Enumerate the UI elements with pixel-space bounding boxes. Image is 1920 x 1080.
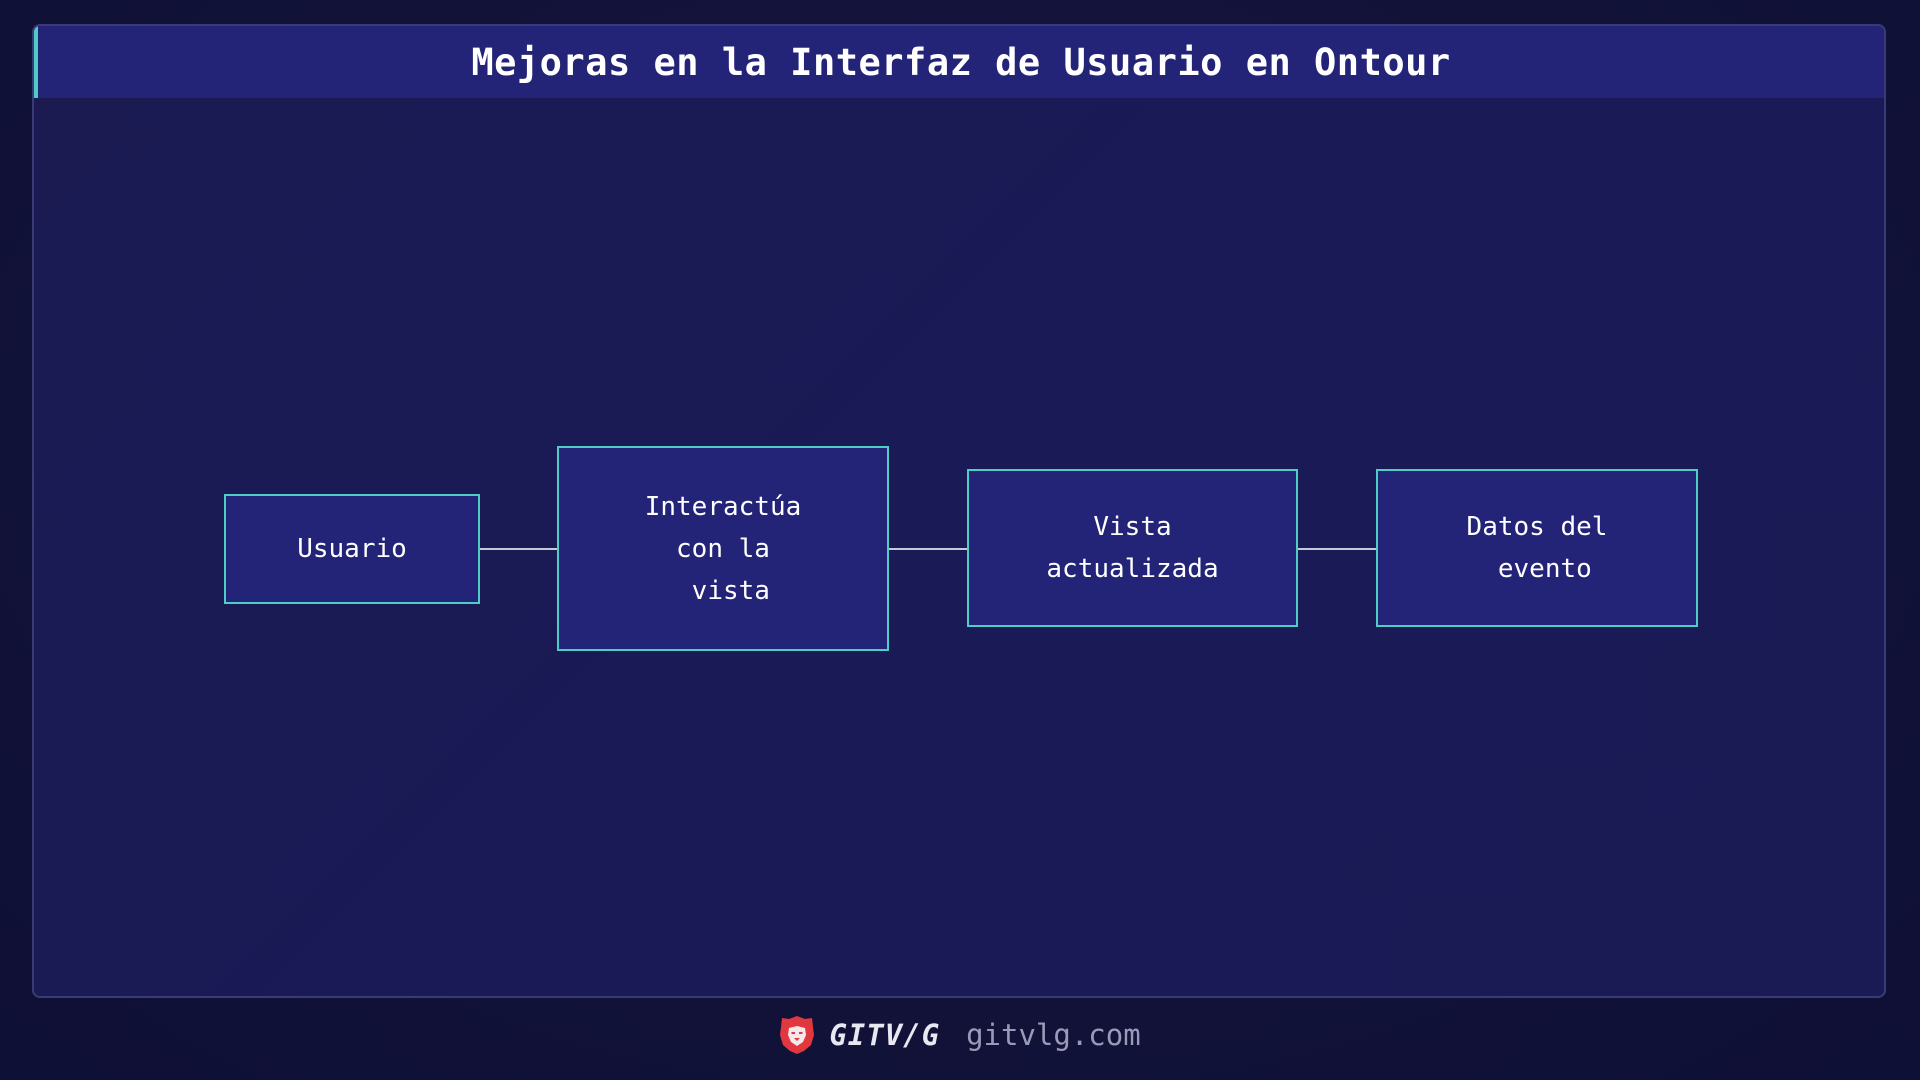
node-label: Vista actualizada (1046, 512, 1219, 584)
brand-name: GITV/G (829, 1018, 941, 1052)
page-title: Mejoras en la Interfaz de Usuario en Ont… (471, 40, 1451, 84)
node-vista-actualizada: Vista actualizada (967, 469, 1298, 627)
site-link[interactable]: gitvlg.com (966, 1018, 1141, 1052)
node-label: Interactúa con la vista (644, 491, 802, 606)
diagram-panel: Mejoras en la Interfaz de Usuario en Ont… (32, 24, 1886, 998)
node-label: Usuario (297, 534, 407, 564)
header-bar: Mejoras en la Interfaz de Usuario en Ont… (34, 26, 1884, 98)
node-usuario: Usuario (224, 494, 480, 604)
node-interactua: Interactúa con la vista (557, 446, 889, 651)
flow-diagram: Usuario Interactúa con la vista Vista ac… (34, 98, 1884, 996)
node-datos-evento: Datos del evento (1376, 469, 1698, 627)
lion-head-icon (780, 1016, 815, 1054)
node-label: Datos del evento (1466, 512, 1608, 584)
footer: GITV/G gitvlg.com (0, 1010, 1920, 1060)
